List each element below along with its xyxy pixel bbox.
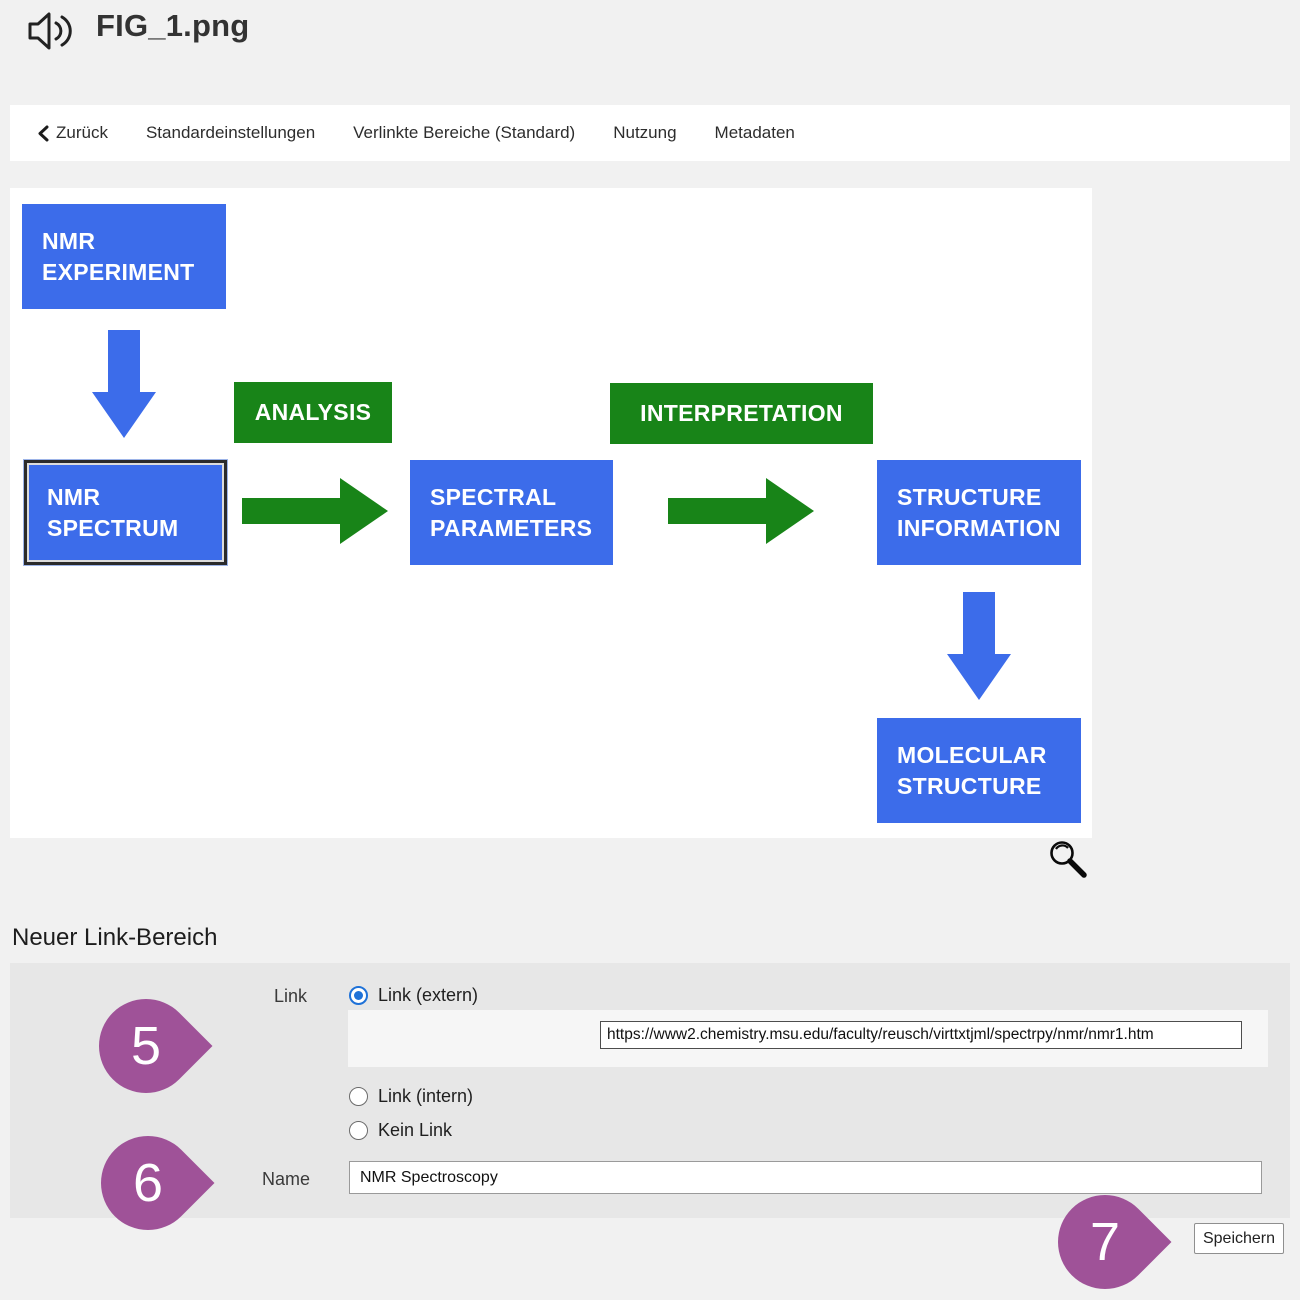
flow-box-interpretation: INTERPRETATION — [610, 383, 873, 444]
tab-standardeinstellungen[interactable]: Standardeinstellungen — [145, 123, 316, 142]
radio-button-icon[interactable] — [349, 1121, 368, 1140]
radio-label: Link (extern) — [378, 985, 479, 1005]
page-title: FIG_1.png — [96, 8, 250, 43]
radio-link-intern[interactable]: Link (intern) — [349, 1086, 473, 1107]
radio-link-extern[interactable]: Link (extern) — [349, 985, 478, 1006]
tab-verlinkte-bereiche[interactable]: Verlinkte Bereiche (Standard) — [353, 123, 576, 142]
flow-box-text: ANALYSIS — [254, 399, 372, 426]
radio-label: Kein Link — [378, 1120, 453, 1140]
flow-box-text: INTERPRETATION — [640, 400, 843, 427]
name-field-label: Name — [261, 1169, 310, 1189]
speaker-icon[interactable] — [26, 10, 76, 52]
flow-box-text: NMR — [42, 228, 96, 255]
back-label: Zurück — [56, 123, 108, 142]
flow-box-text: STRUCTURE — [897, 484, 1042, 511]
radio-label: Link (intern) — [378, 1086, 474, 1106]
flow-box-text: EXPERIMENT — [42, 258, 195, 285]
figure-image: NMR EXPERIMENT ANALYSIS NMR SPECTRUM SPE… — [10, 188, 1092, 838]
radio-kein-link[interactable]: Kein Link — [349, 1120, 452, 1141]
marker-number: 7 — [1089, 1211, 1121, 1272]
flow-box-spectral-parameters: SPECTRAL PARAMETERS — [410, 460, 613, 565]
tab-metadaten[interactable]: Metadaten — [714, 123, 795, 142]
chevron-left-icon — [38, 125, 49, 141]
marker-number: 5 — [130, 1015, 162, 1076]
tab-nutzung[interactable]: Nutzung — [613, 123, 677, 142]
back-button[interactable]: Zurück — [38, 123, 108, 143]
flow-box-text: PARAMETERS — [430, 514, 593, 541]
flow-box-nmr-experiment: NMR EXPERIMENT — [22, 204, 226, 309]
radio-button-icon[interactable] — [349, 1087, 368, 1106]
flow-box-analysis: ANALYSIS — [234, 382, 392, 443]
arrow-down-icon — [947, 592, 1011, 700]
flow-box-text: INFORMATION — [897, 514, 1061, 541]
flow-box-text: STRUCTURE — [897, 772, 1042, 799]
save-button[interactable]: Speichern — [1194, 1223, 1284, 1254]
flow-box-text: SPECTRAL — [430, 484, 557, 511]
external-url-input[interactable] — [600, 1021, 1242, 1049]
flow-box-structure-information: STRUCTURE INFORMATION — [877, 460, 1081, 565]
flow-box-text: SPECTRUM — [47, 514, 179, 541]
flow-box-text: NMR — [47, 484, 101, 511]
link-field-label: Link — [273, 986, 307, 1006]
name-input[interactable] — [349, 1161, 1262, 1194]
flow-box-text: MOLECULAR — [897, 742, 1047, 769]
flow-box-nmr-spectrum-selected-region[interactable]: NMR SPECTRUM — [24, 460, 227, 565]
marker-number: 6 — [132, 1152, 164, 1213]
flow-box-molecular-structure: MOLECULAR STRUCTURE — [877, 718, 1081, 823]
radio-button-checked-icon[interactable] — [349, 986, 368, 1005]
arrow-down-icon — [92, 330, 156, 438]
section-title-neuer-link-bereich: Neuer Link-Bereich — [12, 924, 218, 951]
zoom-icon[interactable] — [1046, 836, 1092, 882]
arrow-right-icon — [668, 478, 814, 544]
toolbar: Zurück Standardeinstellungen Verlinkte B… — [10, 105, 1290, 161]
arrow-right-icon — [242, 478, 388, 544]
